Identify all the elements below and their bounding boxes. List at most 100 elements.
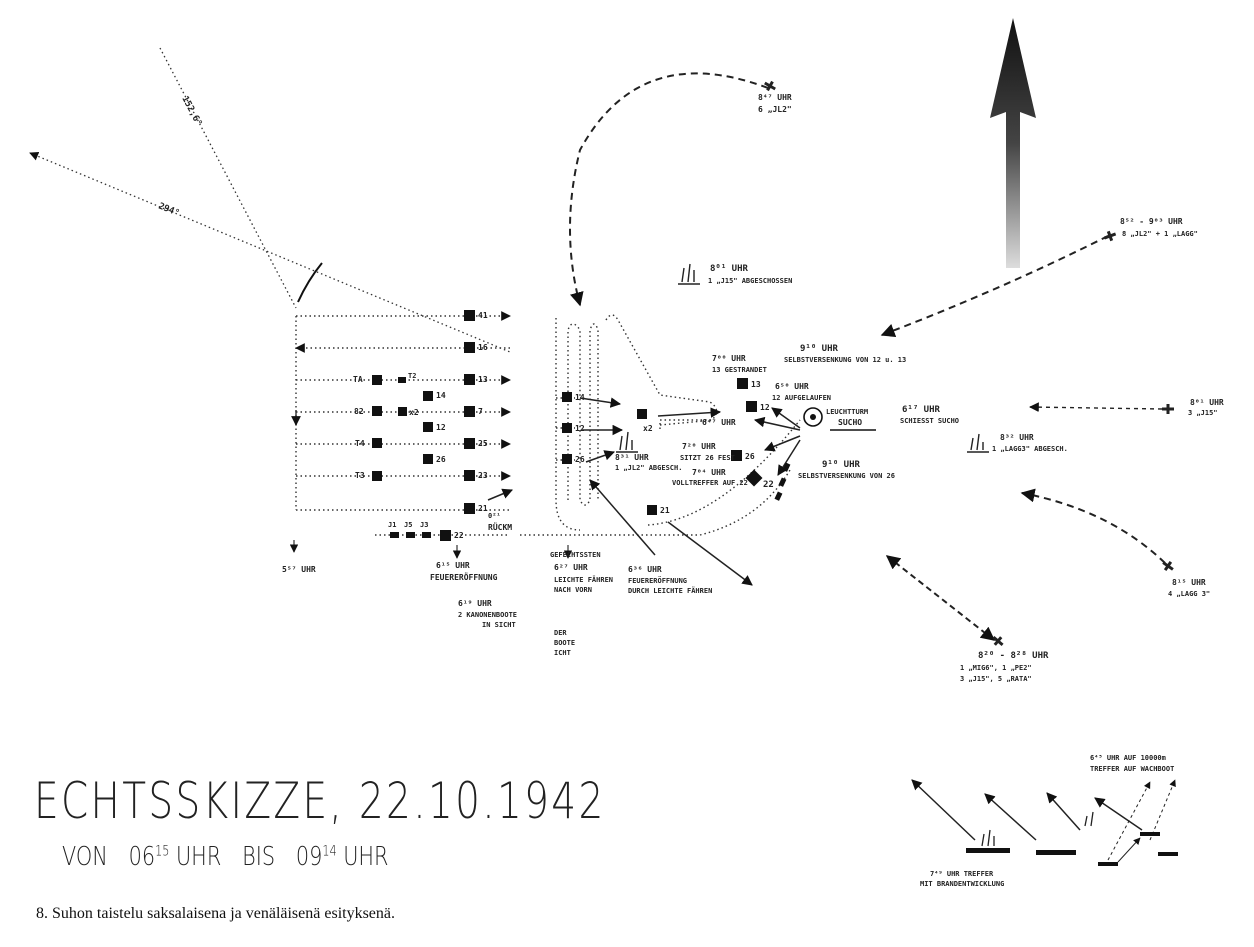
svg-text:MIT BRANDENTWICKLUNG: MIT BRANDENTWICKLUNG [920, 880, 1004, 888]
svg-text:FEUERERÖFFNUNG: FEUERERÖFFNUNG [628, 576, 687, 585]
svg-text:NACH VORN: NACH VORN [554, 586, 592, 594]
svg-text:x2: x2 [643, 424, 653, 433]
svg-text:8⁰¹ UHR: 8⁰¹ UHR [710, 264, 749, 274]
svg-text:RÜCKM: RÜCKM [488, 522, 512, 532]
svg-text:DER: DER [554, 629, 567, 637]
boat-j1 [390, 532, 399, 538]
svg-text:6⁵⁰ UHR: 6⁵⁰ UHR [775, 382, 809, 391]
aircraft-approaches [569, 72, 1166, 641]
svg-text:3 „J15", 5 „RATA": 3 „J15", 5 „RATA" [960, 675, 1032, 683]
boat-21-mid [647, 505, 657, 515]
svg-text:J1: J1 [388, 521, 396, 529]
svg-text:6³⁶ UHR: 6³⁶ UHR [628, 565, 662, 574]
boat-14-mid [562, 392, 572, 402]
boat-t4 [372, 438, 382, 448]
svg-text:FEUERERÖFFNUNG: FEUERERÖFFNUNG [430, 572, 498, 582]
svg-text:1 „JL2" ABGESCH.: 1 „JL2" ABGESCH. [615, 464, 682, 472]
boat-x2 [398, 407, 407, 416]
svg-text:26: 26 [745, 452, 755, 461]
svg-text:6⁴⁷ UHR: 6⁴⁷ UHR [702, 418, 736, 427]
svg-text:SELBSTVERSENKUNG VON 12 u. 13: SELBSTVERSENKUNG VON 12 u. 13 [784, 356, 906, 364]
boat-22-right [745, 469, 763, 487]
time-range-end: 0914 UHR [295, 842, 389, 872]
boat-12-right [746, 401, 757, 412]
bearing-lines: 152,6° 294° [29, 47, 511, 353]
middle-ships: 14 12 26 x2 21 [562, 392, 670, 515]
svg-text:41: 41 [478, 311, 488, 320]
svg-text:26: 26 [436, 455, 446, 464]
svg-text:7²⁰ UHR: 7²⁰ UHR [682, 442, 716, 451]
middle-maneuver-routes [520, 314, 801, 586]
svg-text:LEUCHTTURM: LEUCHTTURM [826, 408, 868, 416]
svg-text:7⁰⁴ UHR: 7⁰⁴ UHR [692, 468, 726, 477]
boat-j5 [406, 532, 415, 538]
aircraft-icons [764, 80, 1174, 647]
svg-text:6⁴⁵ UHR AUF 10000m: 6⁴⁵ UHR AUF 10000m [1090, 754, 1166, 762]
lighthouse-icon [803, 407, 876, 431]
boat-12-mid [562, 423, 572, 433]
svg-text:13: 13 [478, 375, 488, 384]
svg-text:TREFFER AUF WACHBOOT: TREFFER AUF WACHBOOT [1090, 765, 1174, 773]
svg-text:9¹⁰ UHR: 9¹⁰ UHR [800, 344, 839, 354]
svg-text:SELBSTVERSENKUNG VON 26: SELBSTVERSENKUNG VON 26 [798, 472, 895, 480]
boat-x2-mid [637, 409, 647, 419]
svg-text:12: 12 [760, 403, 770, 412]
svg-text:22: 22 [454, 531, 464, 540]
aircraft-icon [992, 635, 1004, 647]
figure-caption: 8. Suhon taistelu saksalaisena ja venälä… [36, 905, 396, 922]
boat-41 [464, 310, 475, 321]
svg-text:14: 14 [436, 391, 446, 400]
svg-text:1 „LAGG3" ABGESCH.: 1 „LAGG3" ABGESCH. [992, 445, 1068, 453]
svg-text:8 „JL2" + 1 „LAGG": 8 „JL2" + 1 „LAGG" [1122, 230, 1198, 238]
svg-text:82: 82 [354, 407, 364, 416]
svg-text:22: 22 [763, 480, 774, 490]
svg-text:ICHT: ICHT [554, 649, 571, 657]
svg-text:3 „J15": 3 „J15" [1188, 409, 1218, 417]
svg-text:DURCH LEICHTE FÄHREN: DURCH LEICHTE FÄHREN [628, 586, 712, 595]
svg-text:8²⁰ - 8²⁸ UHR: 8²⁰ - 8²⁸ UHR [978, 651, 1049, 661]
aircraft-icon [1103, 230, 1117, 242]
label-557: 5⁵⁷ UHR [282, 565, 316, 574]
svg-text:J5: J5 [404, 521, 412, 529]
time-annotations: 5⁵⁷ UHR 6¹⁵ UHR FEUERERÖFFNUNG 6¹⁹ UHR 2… [282, 93, 1224, 888]
svg-text:8⁰¹ UHR: 8⁰¹ UHR [1190, 398, 1224, 407]
boat-13-right [737, 378, 748, 389]
boat-23 [464, 470, 475, 481]
svg-text:13 GESTRANDET: 13 GESTRANDET [712, 366, 767, 374]
aircraft-icon [764, 80, 776, 92]
svg-text:9¹⁰ UHR: 9¹⁰ UHR [822, 460, 861, 470]
time-range-start: 0615 UHR [128, 842, 222, 872]
svg-text:GEFECHTSSTEN: GEFECHTSSTEN [550, 551, 601, 559]
svg-text:21: 21 [660, 506, 670, 515]
svg-text:13: 13 [751, 380, 761, 389]
svg-text:TA: TA [353, 375, 363, 384]
boat-21 [464, 503, 475, 514]
svg-text:T3: T3 [355, 471, 365, 480]
svg-text:26: 26 [575, 455, 585, 464]
boat-ta [372, 375, 382, 385]
svg-text:J3: J3 [420, 521, 428, 529]
svg-text:8³¹ UHR: 8³¹ UHR [615, 453, 649, 462]
svg-text:IN SICHT: IN SICHT [482, 621, 516, 629]
boat-26-mid [562, 454, 572, 464]
aircraft-icon [1162, 561, 1174, 571]
boat-26-right [731, 450, 742, 461]
svg-text:25: 25 [478, 439, 488, 448]
boat-82 [372, 406, 382, 416]
boat-7 [464, 406, 475, 417]
left-formation-routes [289, 311, 573, 559]
boat-12 [423, 422, 433, 432]
boat-16 [464, 342, 475, 353]
svg-text:12: 12 [575, 424, 585, 433]
svg-text:6 „JL2": 6 „JL2" [758, 105, 792, 114]
svg-text:8⁴⁷ UHR: 8⁴⁷ UHR [758, 93, 792, 102]
svg-text:8⁵² - 9⁰³ UHR: 8⁵² - 9⁰³ UHR [1120, 217, 1183, 226]
time-range-to-word: BIS [242, 842, 276, 872]
svg-text:x2: x2 [409, 408, 419, 417]
boat-j3 [422, 532, 431, 538]
svg-text:SUCHO: SUCHO [838, 418, 862, 427]
svg-text:T2: T2 [408, 372, 416, 380]
sketch-title: ECHTSSKIZZE, 22.10.1942 [34, 772, 606, 830]
